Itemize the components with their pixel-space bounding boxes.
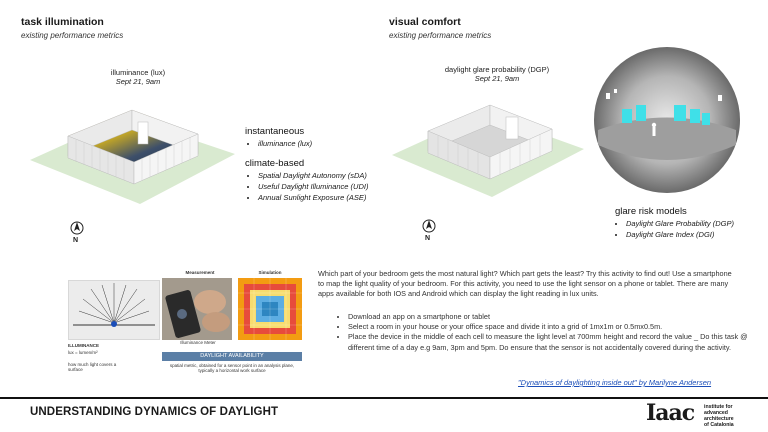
glare-item: Daylight Glare Probability (DGP) [626,218,768,229]
simulation-heatmap [238,278,302,340]
climate-item: Useful Daylight Illuminance (UDI) [258,181,418,192]
reference-link[interactable]: "Dynamics of daylighting inside out" by … [518,378,712,387]
logo-line: institute for [704,404,733,410]
right-caption-title: daylight glare probability (DGP) [444,65,550,74]
instantaneous-heading: instantaneous [245,126,305,137]
activity-step: Download an app on a smartphone or table… [348,312,758,322]
meter-label: Illuminance Meter [180,340,216,345]
fisheye-glare-render [594,47,740,193]
illuminance-formula: lux = lumen/m² [68,350,98,355]
logo-line: architecture [704,416,734,422]
simulation-label: Simulation [258,270,282,275]
banner-note: spatial metric, obtained for a sensor po… [169,363,295,373]
right-north-label: N [425,235,431,242]
right-section-subtitle: existing performance metrics [389,31,492,40]
iaac-logo-text: institute for advanced architecture of C… [704,404,734,428]
glare-models-list: Daylight Glare Probability (DGP) Dayligh… [614,218,768,240]
right-section-title: visual comfort [389,16,461,28]
iaac-logo: Iaac [646,400,695,426]
glare-models-heading: glare risk models [615,206,687,217]
glare-room-model [392,104,584,197]
climate-item: Spatial Daylight Autonomy (sDA) [258,170,418,181]
illuminance-diagram [68,280,160,340]
instantaneous-list: illuminance (lux) [246,138,408,149]
activity-steps: Download an app on a smartphone or table… [318,312,758,353]
daylight-availability-banner: DAYLIGHT AVAILABILITY [162,352,302,361]
logo-line: of Catalonia [704,422,734,428]
north-arrow-icon [70,221,84,235]
north-arrow-icon [422,219,436,233]
left-section-title: task illumination [21,16,104,28]
climate-based-heading: climate-based [245,158,305,169]
footer-divider [0,397,768,399]
right-caption-date: Sept 21, 9am [474,74,520,83]
climate-item: Annual Sunlight Exposure (ASE) [258,192,418,203]
logo-line: advanced [704,410,728,416]
illuminance-label: ILLUMINANCE [68,343,99,348]
climate-based-list: Spatial Daylight Autonomy (sDA) Useful D… [246,170,418,203]
activity-step: Place the device in the middle of each c… [348,332,758,352]
left-caption: illuminance (lux) Sept 21, 9am [88,68,188,86]
right-caption: daylight glare probability (DGP) Sept 21… [432,65,562,83]
glare-item: Daylight Glare Index (DGI) [626,229,768,240]
illuminance-note: how much light covers a surface [68,362,117,372]
illuminance-room-model [30,109,235,204]
left-caption-date: Sept 21, 9am [115,77,161,86]
left-caption-title: illuminance (lux) [110,68,166,77]
left-north-label: N [73,237,79,244]
footer-title: UNDERSTANDING DYNAMICS OF DAYLIGHT [30,406,279,418]
measurement-label: Measurement [185,270,215,275]
measurement-photo [162,278,232,340]
activity-step: Select a room in your house or your offi… [348,322,758,332]
left-section-subtitle: existing performance metrics [21,31,124,40]
instantaneous-item: illuminance (lux) [258,138,408,149]
activity-paragraph: Which part of your bedroom gets the most… [318,269,732,299]
